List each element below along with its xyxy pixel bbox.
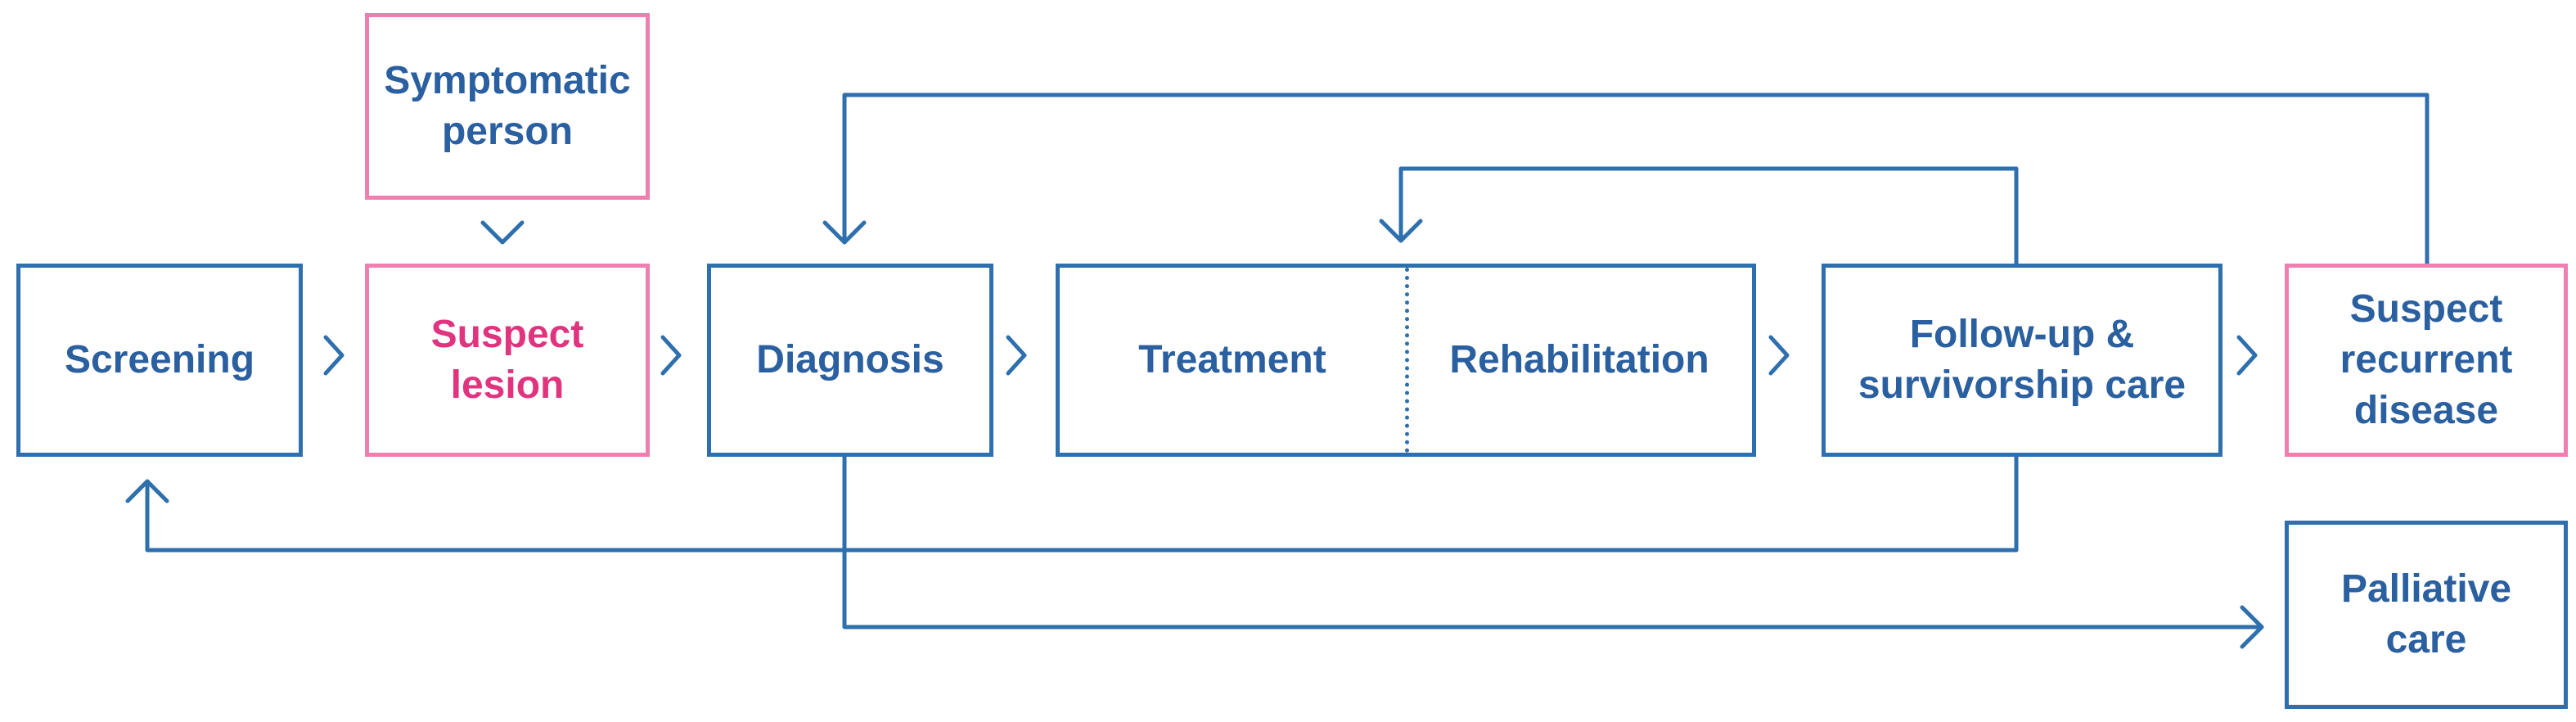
- node-symptomatic-person: Symptomatic person: [365, 13, 650, 200]
- node-suspect-recurrent-disease: Suspect recurrent disease: [2285, 264, 2568, 457]
- chevron-treatment-to-followup: [1768, 335, 1790, 376]
- arrowhead-into-diagnosis: [822, 220, 867, 245]
- chevron-symptomatic-to-lesion: [480, 220, 525, 245]
- arrowhead-into-treatment: [1379, 219, 1423, 243]
- node-symptomatic-person-label: Symptomatic person: [384, 59, 631, 153]
- node-treatment-rehabilitation: Treatment Rehabilitation: [1056, 264, 1756, 457]
- node-treatment-label: Treatment: [1138, 338, 1326, 381]
- connector-diagnosis-to-palliative: [842, 453, 2264, 629]
- chevron-lesion-to-diagnosis: [660, 335, 682, 376]
- node-suspect-lesion-label: Suspect lesion: [430, 313, 584, 407]
- node-rehabilitation-label: Rehabilitation: [1449, 338, 1709, 381]
- node-palliative-care: Palliative care: [2285, 521, 2568, 709]
- connector-followup-to-screening: [145, 453, 2019, 553]
- chevron-diagnosis-to-treatment: [1006, 335, 1027, 376]
- treatment-section: Treatment: [1060, 268, 1405, 453]
- node-followup-survivorship: Follow-up & survivorship care: [1822, 264, 2222, 457]
- node-suspect-recurrent-disease-label: Suspect recurrent disease: [2340, 287, 2513, 432]
- treatment-rehabilitation-divider: [1405, 268, 1409, 453]
- node-screening: Screening: [16, 264, 303, 457]
- arrowhead-into-palliative: [2240, 605, 2264, 649]
- chevron-screening-to-lesion: [323, 335, 345, 376]
- node-followup-survivorship-label: Follow-up & survivorship care: [1858, 313, 2186, 407]
- connector-followup-to-treatment: [1398, 166, 2019, 268]
- node-screening-label: Screening: [64, 338, 255, 381]
- arrowhead-into-screening: [125, 479, 169, 503]
- node-palliative-care-label: Palliative care: [2340, 567, 2512, 661]
- chevron-followup-to-recurrent: [2236, 335, 2258, 376]
- rehabilitation-section: Rehabilitation: [1407, 268, 1752, 453]
- node-diagnosis-label: Diagnosis: [756, 338, 944, 381]
- connector-recurrent-to-diagnosis: [842, 93, 2430, 268]
- node-suspect-lesion: Suspect lesion: [365, 264, 650, 457]
- node-diagnosis: Diagnosis: [707, 264, 993, 457]
